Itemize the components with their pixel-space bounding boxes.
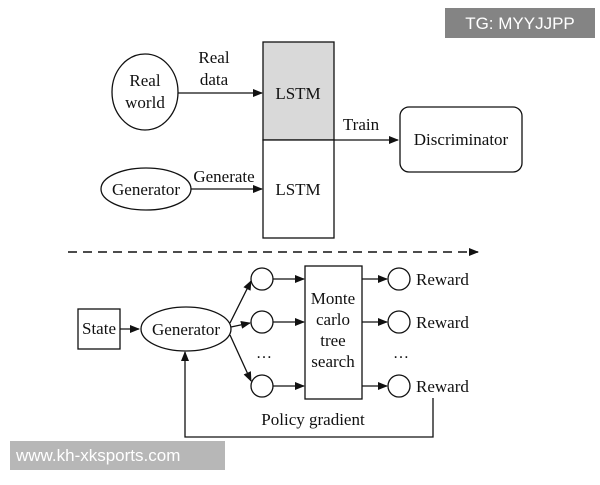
reward-node-1: Reward bbox=[387, 267, 469, 291]
generator-to-node1-edge bbox=[229, 280, 252, 324]
real-data-label-line1: Real bbox=[198, 48, 229, 67]
rollout-node-1 bbox=[250, 267, 274, 291]
train-label: Train bbox=[343, 115, 380, 134]
reward-label-2: Reward bbox=[416, 313, 469, 332]
generator-to-node3-edge bbox=[229, 334, 252, 382]
real-world-label-line1: Real bbox=[129, 71, 160, 90]
state-label: State bbox=[82, 319, 116, 338]
mcts-label-line2: carlo bbox=[316, 310, 350, 329]
discriminator-node: Discriminator bbox=[399, 106, 523, 173]
reward-node-3: Reward bbox=[387, 374, 469, 398]
lstm-bottom-block: LSTM bbox=[262, 139, 335, 239]
generate-edge: Generate bbox=[191, 167, 263, 193]
reward-node-2: Reward bbox=[387, 310, 469, 334]
generator-bottom-node: Generator bbox=[140, 306, 232, 352]
watermark-top-right: TG: MYYJJPP bbox=[445, 8, 595, 38]
discriminator-label: Discriminator bbox=[414, 130, 509, 149]
train-edge: Train bbox=[334, 115, 399, 144]
mcts-block: Monte carlo tree search bbox=[304, 265, 363, 400]
real-data-edge: Real data bbox=[178, 48, 263, 97]
state-node: State bbox=[77, 308, 121, 350]
lstm-top-block: LSTM bbox=[262, 41, 335, 141]
real-data-label-line2: data bbox=[200, 70, 229, 89]
mcts-label-line1: Monte bbox=[311, 289, 355, 308]
generator-top-node: Generator bbox=[100, 167, 192, 211]
rollout-node-3 bbox=[250, 374, 274, 398]
ellipsis-left: … bbox=[256, 345, 272, 362]
reward-label-1: Reward bbox=[416, 270, 469, 289]
generate-label: Generate bbox=[193, 167, 254, 186]
generator-bottom-label: Generator bbox=[152, 320, 220, 339]
policy-gradient-feedback-edge bbox=[181, 351, 434, 438]
real-world-label-line2: world bbox=[125, 93, 165, 112]
policy-gradient-label: Policy gradient bbox=[261, 410, 365, 429]
lstm-bottom-label: LSTM bbox=[275, 180, 320, 199]
lstm-top-label: LSTM bbox=[275, 84, 320, 103]
generator-to-node2-edge bbox=[230, 320, 251, 329]
mcts-label-line4: search bbox=[311, 352, 355, 371]
watermark-bottom-left: www.kh-xksports.com bbox=[10, 441, 225, 470]
real-world-node: Real world bbox=[111, 53, 179, 131]
rollout-node-2 bbox=[250, 310, 274, 334]
mcts-label-line3: tree bbox=[320, 331, 345, 350]
ellipsis-right: … bbox=[393, 345, 409, 362]
generator-top-label: Generator bbox=[112, 180, 180, 199]
reward-label-3: Reward bbox=[416, 377, 469, 396]
